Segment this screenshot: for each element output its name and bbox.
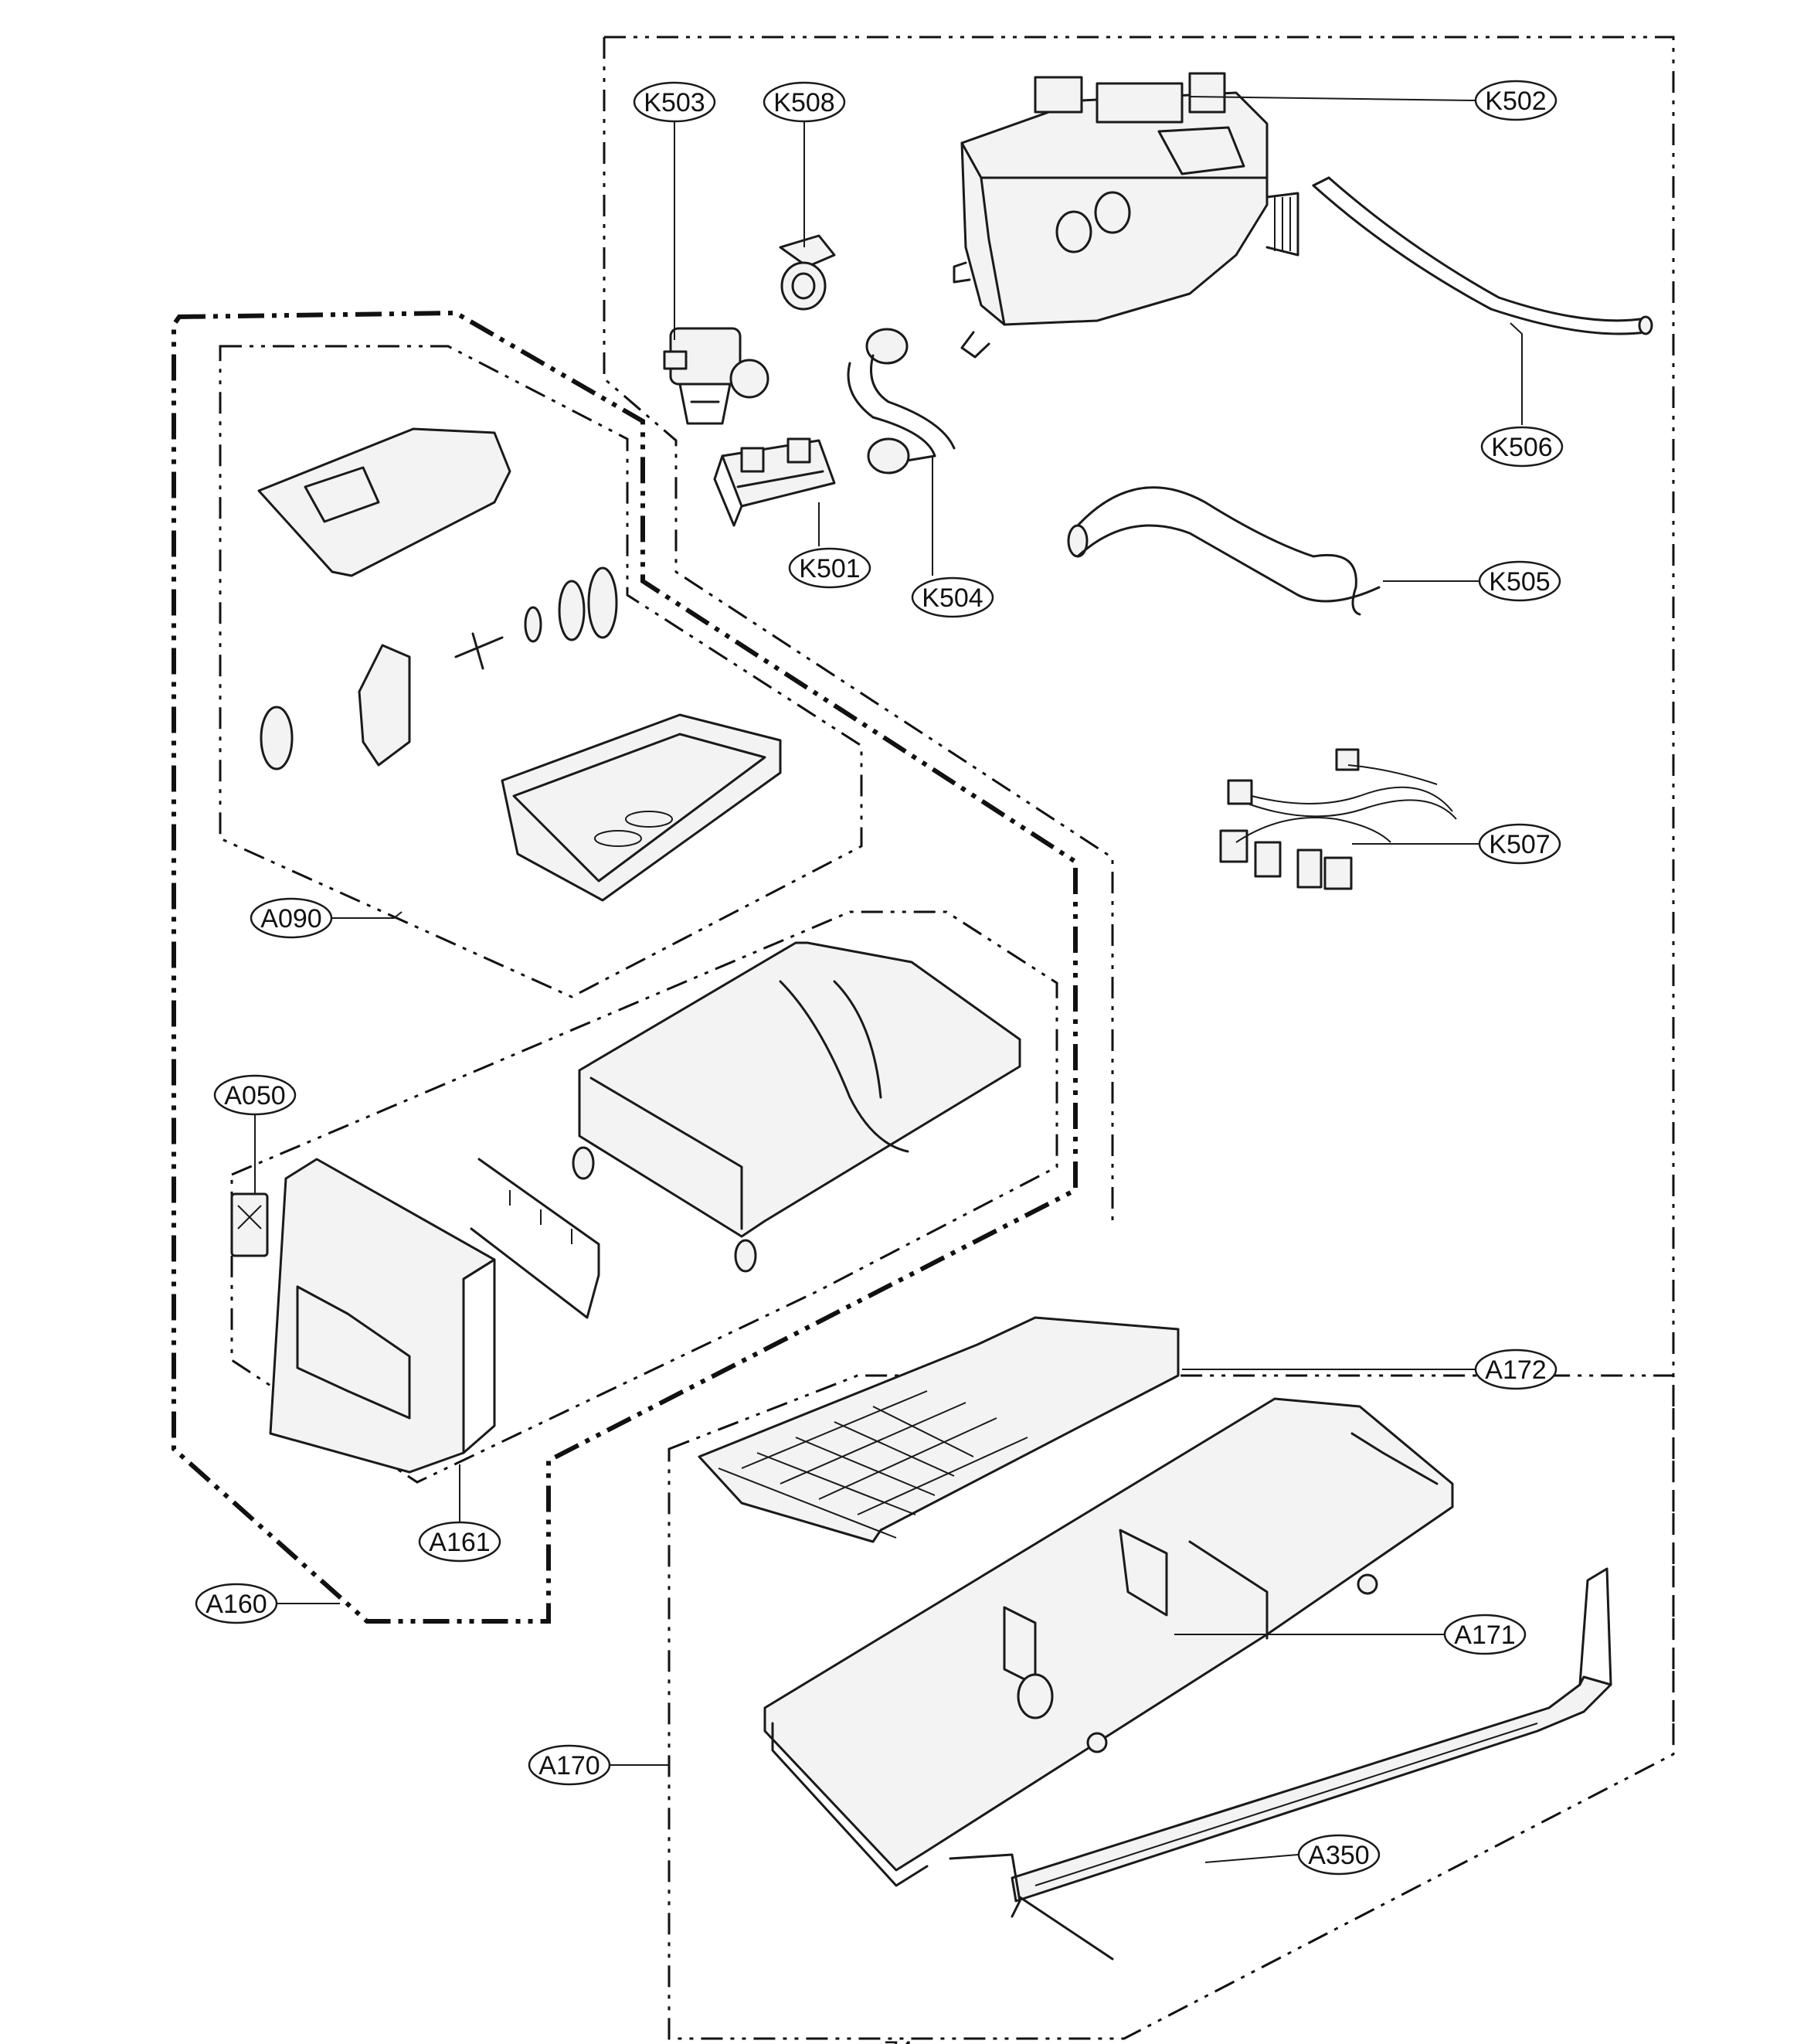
a161-front-panel bbox=[230, 1158, 496, 1474]
callout-a170: A170 bbox=[528, 1744, 611, 1786]
callouts: K503 K508 K502 K506 K501 K504 K505 K507 bbox=[195, 80, 1564, 1876]
callout-k507: K507 bbox=[1478, 823, 1561, 865]
callout-label-a350: A350 bbox=[1308, 1841, 1369, 1870]
callout-a172: A172 bbox=[1474, 1348, 1558, 1390]
leader-k506 bbox=[1510, 322, 1523, 425]
callout-a090: A090 bbox=[250, 897, 333, 939]
callout-k508: K508 bbox=[763, 81, 846, 123]
callout-a161: A161 bbox=[418, 1521, 501, 1563]
a090-tray bbox=[501, 713, 782, 902]
a090-cover bbox=[257, 427, 511, 577]
callout-label-k504: K504 bbox=[922, 583, 983, 613]
k501-bracket bbox=[713, 437, 836, 527]
k508-clamp bbox=[779, 234, 836, 311]
callout-label-k506: K506 bbox=[1491, 433, 1552, 462]
group-a170-boundary bbox=[668, 1374, 1675, 2040]
group-a090-boundary bbox=[219, 345, 863, 998]
leader-lines bbox=[254, 96, 1523, 1863]
leader-a090 bbox=[332, 911, 403, 919]
callout-a050: A050 bbox=[213, 1074, 297, 1116]
callout-k503: K503 bbox=[633, 81, 716, 123]
a161-drawer bbox=[572, 941, 1021, 1273]
callout-k502: K502 bbox=[1474, 80, 1558, 121]
callout-k501: K501 bbox=[788, 547, 871, 589]
k507-harness bbox=[1219, 748, 1457, 890]
callout-label-a050: A050 bbox=[224, 1081, 285, 1110]
k504-hose bbox=[847, 328, 956, 474]
leader-k502 bbox=[1189, 96, 1476, 101]
callout-label-a160: A160 bbox=[206, 1590, 267, 1619]
callout-label-k507: K507 bbox=[1489, 830, 1550, 859]
leader-a350 bbox=[1204, 1854, 1299, 1863]
group-a160-boundary bbox=[172, 310, 1078, 1624]
callout-label-a090: A090 bbox=[260, 904, 321, 934]
callout-k505: K505 bbox=[1478, 560, 1561, 602]
callout-a160: A160 bbox=[195, 1583, 278, 1624]
callout-k504: K504 bbox=[911, 576, 994, 618]
a090-small-parts bbox=[260, 566, 618, 770]
callout-a350: A350 bbox=[1297, 1834, 1381, 1876]
k502-steam-generator bbox=[953, 72, 1299, 359]
a350-rail bbox=[949, 1567, 1612, 1961]
callout-label-k502: K502 bbox=[1485, 87, 1546, 116]
page-number: - 74 - bbox=[868, 2036, 929, 2044]
k506-hose bbox=[1312, 176, 1653, 335]
callout-label-k505: K505 bbox=[1489, 567, 1550, 597]
k505-hose bbox=[1067, 486, 1381, 616]
callout-label-a161: A161 bbox=[429, 1528, 490, 1557]
a161-bracket bbox=[470, 1158, 600, 1319]
parts bbox=[230, 72, 1653, 1961]
callout-a171: A171 bbox=[1443, 1614, 1527, 1655]
callout-label-a170: A170 bbox=[538, 1751, 600, 1780]
callout-label-a171: A171 bbox=[1454, 1621, 1515, 1650]
k503-valve bbox=[663, 327, 769, 425]
callout-label-a172: A172 bbox=[1485, 1355, 1546, 1385]
callout-label-k508: K508 bbox=[773, 88, 834, 117]
callout-k506: K506 bbox=[1480, 426, 1564, 468]
a171-tray-base bbox=[763, 1397, 1454, 1887]
a172-grille bbox=[698, 1316, 1180, 1543]
group-k-outline bbox=[603, 36, 1675, 1754]
callout-label-k501: K501 bbox=[799, 554, 860, 583]
callout-label-k503: K503 bbox=[644, 88, 705, 117]
